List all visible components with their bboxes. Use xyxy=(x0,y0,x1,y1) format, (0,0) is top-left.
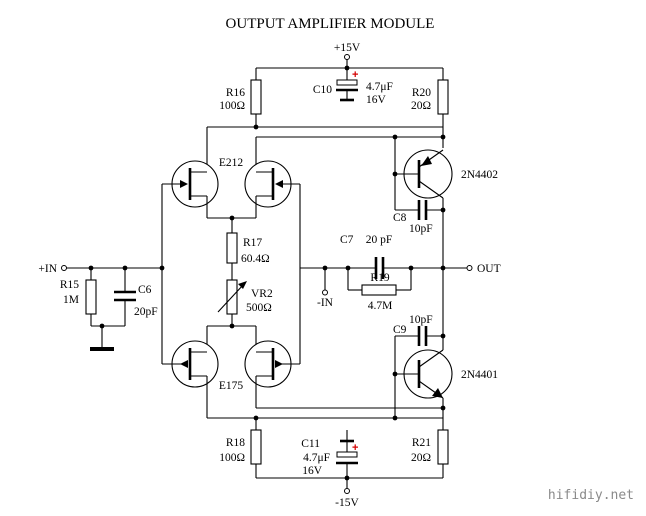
r21-value: 20Ω xyxy=(411,452,431,464)
negative-rail: -15V xyxy=(256,475,443,509)
c10-voltage: 16V xyxy=(366,94,387,106)
r16-value: 100Ω xyxy=(219,100,245,112)
positive-rail: +15V xyxy=(256,42,443,71)
2n4401-name: 2N4401 xyxy=(461,369,498,381)
jfet-e175: E175 xyxy=(162,340,300,392)
output-line: OUT xyxy=(411,263,501,275)
r15-value: 1M xyxy=(63,294,79,306)
c7-name: C7 xyxy=(340,234,354,246)
label-output: OUT xyxy=(477,263,501,275)
capacitor-c10: + C10 4.7μF 16V xyxy=(313,68,393,106)
c9-name: C9 xyxy=(393,324,407,336)
2n4402-name: 2N4402 xyxy=(461,169,498,181)
c8-value: 10pF xyxy=(409,223,433,235)
resistor-r21: R21 20Ω xyxy=(411,400,449,478)
capacitor-c7: C7 20 pF xyxy=(340,234,411,279)
c7-value: 20 pF xyxy=(366,234,393,246)
watermark: hifidiy.net xyxy=(548,488,634,503)
label-input-neg: -IN xyxy=(317,297,334,309)
r17-value: 60.4Ω xyxy=(241,253,270,265)
capacitor-c9: C9 10pF xyxy=(393,268,446,350)
transistor-2n4402: 2N4402 xyxy=(392,134,498,268)
upper-source-bus xyxy=(206,124,443,168)
r20-value: 20Ω xyxy=(411,100,431,112)
resistor-r15: R15 1M xyxy=(60,268,97,326)
c11-plus-icon: + xyxy=(352,442,358,454)
label-negative-rail: -15V xyxy=(335,497,359,509)
r18-value: 100Ω xyxy=(219,452,245,464)
input-section: +IN xyxy=(38,184,165,364)
label-positive-rail: +15V xyxy=(334,42,361,54)
resistor-r17: R17 60.4Ω xyxy=(226,218,270,280)
label-input-pos: +IN xyxy=(38,263,57,275)
c11-value: 4.7μF xyxy=(303,452,330,464)
c6-value: 20pF xyxy=(134,306,158,318)
lower-drain-node xyxy=(206,323,257,348)
c10-name: C10 xyxy=(313,84,332,96)
c11-voltage: 16V xyxy=(302,465,323,477)
vr2-value: 500Ω xyxy=(246,302,272,314)
e175-name: E175 xyxy=(219,380,244,392)
resistor-r16: R16 100Ω xyxy=(219,68,262,127)
c11-name: C11 xyxy=(301,438,320,450)
resistor-r19: R19 4.7M xyxy=(347,265,414,312)
r19-value: 4.7M xyxy=(368,300,393,312)
upper-drain-node xyxy=(206,196,257,221)
c10-plus-icon: + xyxy=(352,69,358,81)
resistor-r18: R18 100Ω xyxy=(219,418,262,478)
r15-name: R15 xyxy=(60,279,79,291)
c6-name: C6 xyxy=(138,284,152,296)
c9-value: 10pF xyxy=(409,314,433,326)
r19-name: R19 xyxy=(370,272,389,284)
c8-name: C8 xyxy=(393,212,407,224)
r17-name: R17 xyxy=(243,237,262,249)
r21-name: R21 xyxy=(412,437,431,449)
vr2-name: VR2 xyxy=(251,288,273,300)
r20-name: R20 xyxy=(412,87,431,99)
transistor-2n4401: 2N4401 xyxy=(392,336,498,421)
summing-node: -IN xyxy=(299,184,351,364)
title: OUTPUT AMPLIFIER MODULE xyxy=(226,16,435,32)
resistor-r20: R20 20Ω xyxy=(411,68,449,148)
ground-icon xyxy=(90,323,125,351)
capacitor-c6: C6 20pF xyxy=(114,268,158,326)
capacitor-c11: + C11 4.7μF 16V xyxy=(301,430,358,478)
potentiometer-vr2: VR2 500Ω xyxy=(217,279,273,326)
c10-value: 4.7μF xyxy=(366,81,393,93)
e212-name: E212 xyxy=(219,157,244,169)
r18-name: R18 xyxy=(226,437,245,449)
r16-name: R16 xyxy=(226,87,245,99)
capacitor-c8: C8 10pF xyxy=(393,200,446,235)
jfet-e212: E212 xyxy=(162,157,300,208)
